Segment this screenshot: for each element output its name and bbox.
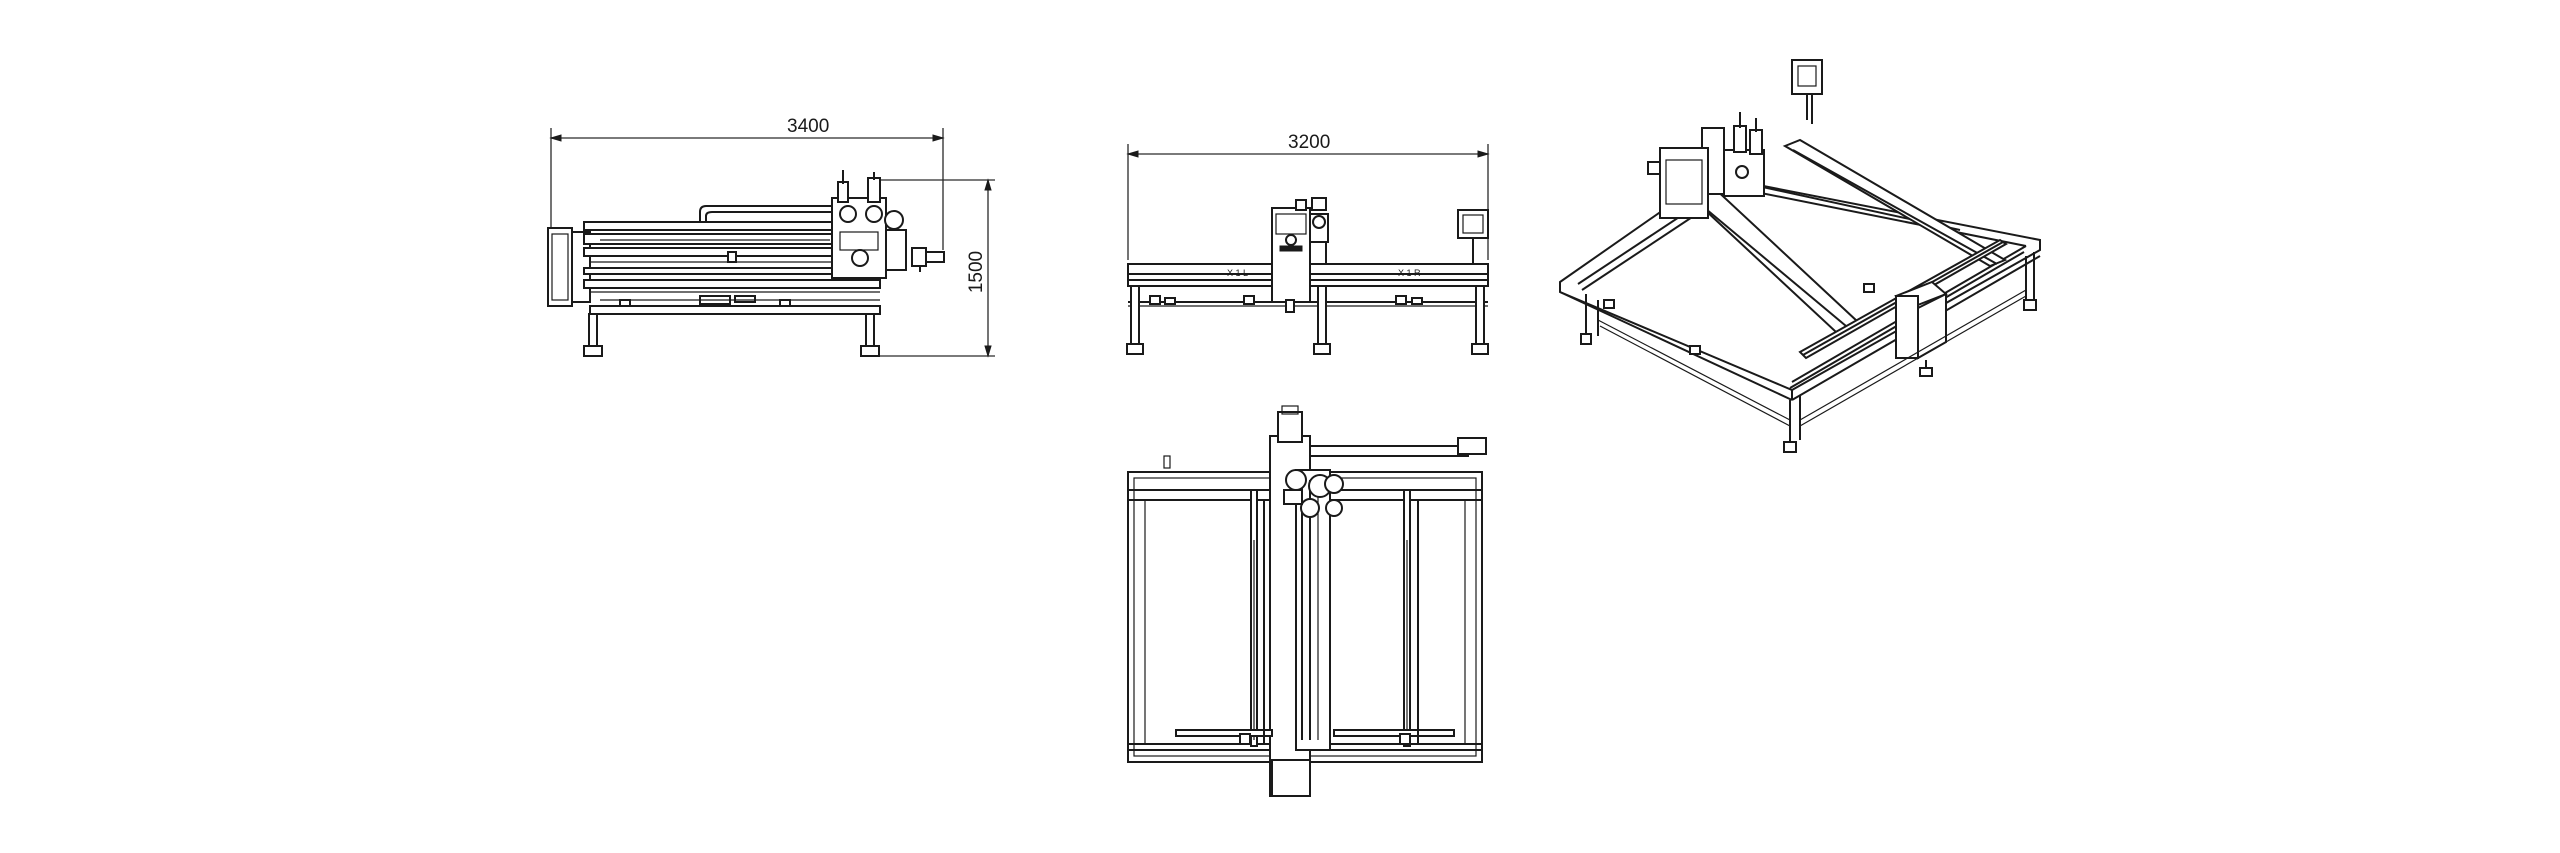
top-view (1127, 405, 1487, 797)
side-height-label: 1500 (966, 251, 987, 293)
isometric-view (1559, 59, 2041, 453)
front-machine-drawing: X 1 L X 1 R (1126, 197, 1489, 355)
side-width-dimension: 3400 (549, 116, 945, 250)
side-machine-drawing (547, 170, 945, 357)
isometric-machine-drawing (1559, 59, 2041, 453)
front-width-label: 3200 (1288, 132, 1330, 153)
side-height-dimension: 1500 (880, 178, 995, 358)
top-machine-drawing (1127, 405, 1487, 797)
rail-label-left: X 1 L (1227, 268, 1248, 278)
rail-label-right: X 1 R (1398, 268, 1421, 278)
side-view: 3400 1500 (547, 116, 995, 358)
front-width-dimension: 3200 (1126, 132, 1490, 260)
front-view: 3200 X 1 L X 1 R (1126, 132, 1490, 355)
side-width-label: 3400 (787, 116, 829, 137)
